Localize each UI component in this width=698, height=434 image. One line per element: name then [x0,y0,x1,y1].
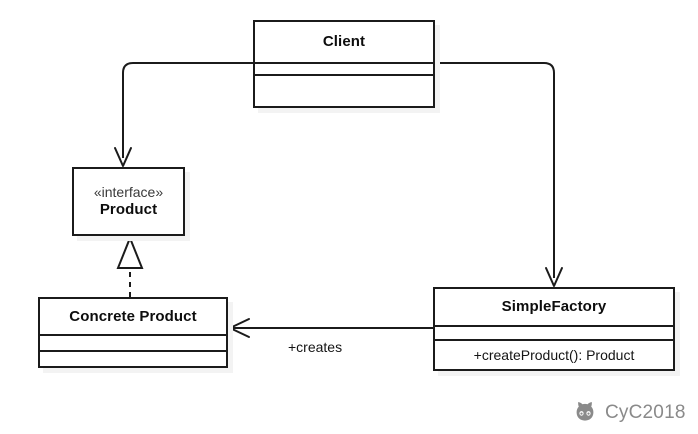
class-name-compartment: Concrete Product [40,299,226,334]
relation-label-creates: +creates [288,339,343,355]
connector-client-to-factory [435,62,555,278]
class-attributes-compartment [435,325,673,339]
arrowhead-client-to-product [114,147,132,167]
class-name-label: Concrete Product [69,307,197,325]
class-attributes-compartment [40,334,226,350]
interface-stereotype-label: «interface» [93,184,164,201]
class-name-compartment: SimpleFactory [435,289,673,325]
arrowhead-client-to-factory [545,267,563,287]
class-name-label: Product [99,201,158,219]
hollow-triangle-realization [116,235,144,269]
watermark: CyC2018 [572,401,686,425]
class-operations-compartment [255,74,433,106]
class-operations-compartment: +createProduct(): Product [435,339,673,369]
class-name-compartment: «interface» Product [74,169,183,234]
class-name-label: Client [322,33,366,51]
connector-client-to-product [122,62,253,158]
class-operations-compartment [40,350,226,366]
class-attributes-compartment [255,62,433,74]
class-box-client[interactable]: Client [253,20,435,108]
class-name-compartment: Client [255,22,433,62]
arrowhead-factory-creates-concrete [229,318,250,338]
class-box-simple-factory[interactable]: SimpleFactory +createProduct(): Product [433,287,675,371]
class-operations-label: +createProduct(): Product [473,346,635,363]
class-name-label: SimpleFactory [501,298,607,316]
octocat-icon [576,402,594,421]
watermark-label: CyC2018 [605,402,686,423]
class-box-concrete-product[interactable]: Concrete Product [38,297,228,368]
class-box-product[interactable]: «interface» Product [72,167,185,236]
